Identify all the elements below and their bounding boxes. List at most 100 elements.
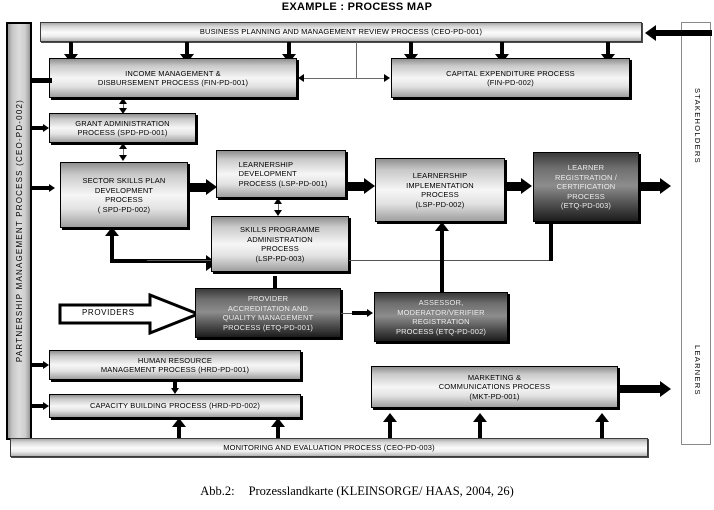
box-learnership-implementation-line-3: PROCESS <box>421 190 459 199</box>
conn-bottombar-up-3-arrow <box>383 413 397 422</box>
conn-topbar-center-thin <box>356 42 357 78</box>
box-learnership-development-line-2: DEVELOPMENT <box>238 169 297 179</box>
conn-lsp-dev-skills-prog-arrow-down <box>274 210 282 216</box>
box-marketing-communications: MARKETING & COMMUNICATIONS PROCESS (MKT-… <box>371 366 618 408</box>
box-provider-accreditation-line-4: PROCESS (ETQ-PD-001) <box>222 322 314 332</box>
conn-provider-to-assessor-arrow <box>367 309 373 317</box>
figure-caption: Abb.2: Prozesslandkarte (KLEINSORGE/ HAAS… <box>0 484 714 499</box>
conn-marketing-to-learners-arrow <box>660 381 671 397</box>
conn-provider-left-run <box>147 260 211 261</box>
conn-sector-to-learnership-dev-arrow <box>206 179 217 195</box>
providers-block-arrow <box>58 293 200 335</box>
conn-topbar-to-capital-3 <box>606 42 610 56</box>
conn-income-capital <box>303 78 387 79</box>
page-title: EXAMPLE : PROCESS MAP <box>281 1 433 13</box>
box-capacity-building: CAPACITY BUILDING PROCESS (HRD-PD-002) <box>49 394 301 418</box>
box-provider-accreditation-line-1: PROVIDER <box>247 294 289 303</box>
figure-caption-label: Abb.2: <box>200 484 235 498</box>
conn-lsp-impl-to-learner-reg <box>505 182 523 191</box>
left-pillar-label: PARTNERSHIP MANAGEMENT PROCESS (CEO-PD-0… <box>14 99 24 363</box>
conn-pillar-to-hr <box>32 363 44 367</box>
box-grant-administration: GRANT ADMINISTRATION PROCESS (SPD-PD-001… <box>49 113 196 143</box>
conn-bottombar-up-5 <box>600 420 604 438</box>
conn-grant-sector <box>123 145 124 159</box>
box-learner-registration-line-4: PROCESS <box>567 191 605 201</box>
conn-pillar-to-sector-arrow <box>49 184 55 192</box>
box-provider-accreditation-line-3: QUALITY MANAGEMENT <box>222 313 314 322</box>
box-learnership-development: LEARNERSHIP DEVELOPMENT PROCESS (LSP-PD-… <box>216 150 346 198</box>
box-skills-programme-line-4: (LSP-PD-003) <box>255 253 305 263</box>
box-sector-skills-plan: SECTOR SKILLS PLAN DEVELOPMENT PROCESS (… <box>60 162 188 228</box>
box-assessor-line-1: ASSESSOR, <box>418 298 464 307</box>
box-learnership-implementation-line-1: LEARNERSHIP <box>412 171 468 180</box>
bar-business-planning-label: BUSINESS PLANNING AND MANAGEMENT REVIEW … <box>199 27 483 37</box>
conn-lsp-dev-to-impl-arrow <box>364 178 375 194</box>
conn-hr-to-capacity <box>173 381 177 391</box>
right-frame-label-learners: LEARNERS <box>693 345 702 396</box>
box-provider-accreditation-line-2: ACCREDITATION AND <box>227 303 309 313</box>
box-skills-programme-line-2: ADMINISTRATION <box>247 234 313 244</box>
conn-bottombar-up-1-arrow <box>172 418 186 427</box>
box-provider-accreditation: PROVIDER ACCREDITATION AND QUALITY MANAG… <box>195 288 341 338</box>
conn-learner-reg-to-learners <box>639 182 663 191</box>
box-learnership-development-line-1: LEARNERSHIP <box>238 159 294 169</box>
box-capacity-building-label: CAPACITY BUILDING PROCESS (HRD-PD-002) <box>89 401 261 411</box>
providers-label: PROVIDERS <box>82 308 135 317</box>
box-assessor-line-2: MODERATOR/VERIFIER <box>397 307 485 317</box>
conn-topbar-to-capital-1 <box>409 42 413 56</box>
box-assessor-moderator-registration: ASSESSOR, MODERATOR/VERIFIER REGISTRATIO… <box>374 292 508 342</box>
box-sector-skills-plan-line-1: SECTOR SKILLS PLAN <box>82 176 166 185</box>
box-sector-skills-plan-line-2: DEVELOPMENT <box>94 185 154 195</box>
conn-hr-to-capacity-arrow <box>171 388 179 394</box>
conn-provider-to-assessor <box>352 311 368 315</box>
conn-income-grant-arrow-down <box>119 108 127 114</box>
right-frame-label-stakeholders: STAKEHOLDERS <box>693 88 702 164</box>
conn-lsp-dev-to-impl <box>346 182 366 191</box>
bar-business-planning: BUSINESS PLANNING AND MANAGEMENT REVIEW … <box>40 22 642 42</box>
conn-bottombar-up-1 <box>177 424 181 438</box>
conn-sector-to-learnership-dev <box>188 183 208 192</box>
conn-bottombar-up-2 <box>276 424 280 438</box>
conn-sector-down-arrow <box>105 227 119 236</box>
box-marketing-line-2: COMMUNICATIONS PROCESS <box>438 382 551 392</box>
box-learnership-development-line-3: PROCESS (LSP-PD-001) <box>238 178 328 188</box>
conn-grant-sector-arrow-down <box>119 155 127 161</box>
conn-topbar-to-income-3 <box>287 42 291 56</box>
box-human-resource-line-2: MANAGEMENT PROCESS (HRD-PD-001) <box>100 365 250 374</box>
box-skills-programme-line-1: SKILLS PROGRAMME <box>240 225 320 234</box>
conn-assessor-up-to-lsp-impl-arrow <box>435 222 449 231</box>
conn-grant-sector-arrow-up <box>119 143 127 149</box>
conn-marketing-to-learners <box>618 385 662 393</box>
box-learnership-implementation-line-4: (LSP-PD-002) <box>415 199 465 209</box>
conn-topbar-to-income-2 <box>185 42 189 56</box>
box-learner-registration-line-5: (ETQ-PD-003) <box>560 201 612 211</box>
conn-bottombar-up-4 <box>478 420 482 438</box>
conn-income-grant-arrow-up <box>119 98 127 104</box>
box-learner-registration-line-3: CERTIFICATION <box>556 182 616 192</box>
conn-provider-up-to-skills-prog <box>273 276 277 288</box>
box-learner-registration-line-1: LEARNER <box>567 163 605 173</box>
conn-pillar-to-capacity <box>32 404 44 408</box>
conn-income-grant <box>123 100 124 112</box>
box-marketing-line-1: MARKETING & <box>467 372 522 382</box>
box-income-management: INCOME MANAGEMENT & DISBURSEMENT PROCESS… <box>49 58 297 98</box>
box-skills-programme-line-3: PROCESS <box>261 244 299 253</box>
box-income-management-line-2: DISBURSEMENT PROCESS (FIN-PD-001) <box>97 78 249 87</box>
conn-pillar-to-grant-arrow <box>43 124 49 132</box>
conn-pillar-to-hr-arrow <box>43 361 49 369</box>
box-human-resource-line-1: HUMAN RESOURCE <box>137 355 213 365</box>
figure-caption-text: Prozesslandkarte (KLEINSORGE/ HAAS, 2004… <box>248 484 514 498</box>
box-marketing-line-3: (MKT-PD-001) <box>469 391 520 401</box>
box-learner-registration-line-2: REGISTRATION / <box>555 172 617 182</box>
bar-monitoring-evaluation: MONITORING AND EVALUATION PROCESS (CEO-P… <box>10 438 648 457</box>
box-learnership-implementation-line-2: IMPLEMENTATION <box>406 180 474 190</box>
conn-bottombar-up-5-arrow <box>595 413 609 422</box>
box-human-resource-management: HUMAN RESOURCE MANAGEMENT PROCESS (HRD-P… <box>49 350 301 380</box>
conn-pillar-to-sector <box>32 186 50 190</box>
box-sector-skills-plan-line-4: ( SPD-PD-002) <box>97 204 151 214</box>
conn-pillar-to-capacity-arrow <box>43 402 49 410</box>
left-pillar-partnership-management: PARTNERSHIP MANAGEMENT PROCESS (CEO-PD-0… <box>6 22 32 440</box>
conn-sector-to-skills-prog <box>110 259 208 263</box>
box-sector-skills-plan-line-3: PROCESS <box>105 195 143 204</box>
